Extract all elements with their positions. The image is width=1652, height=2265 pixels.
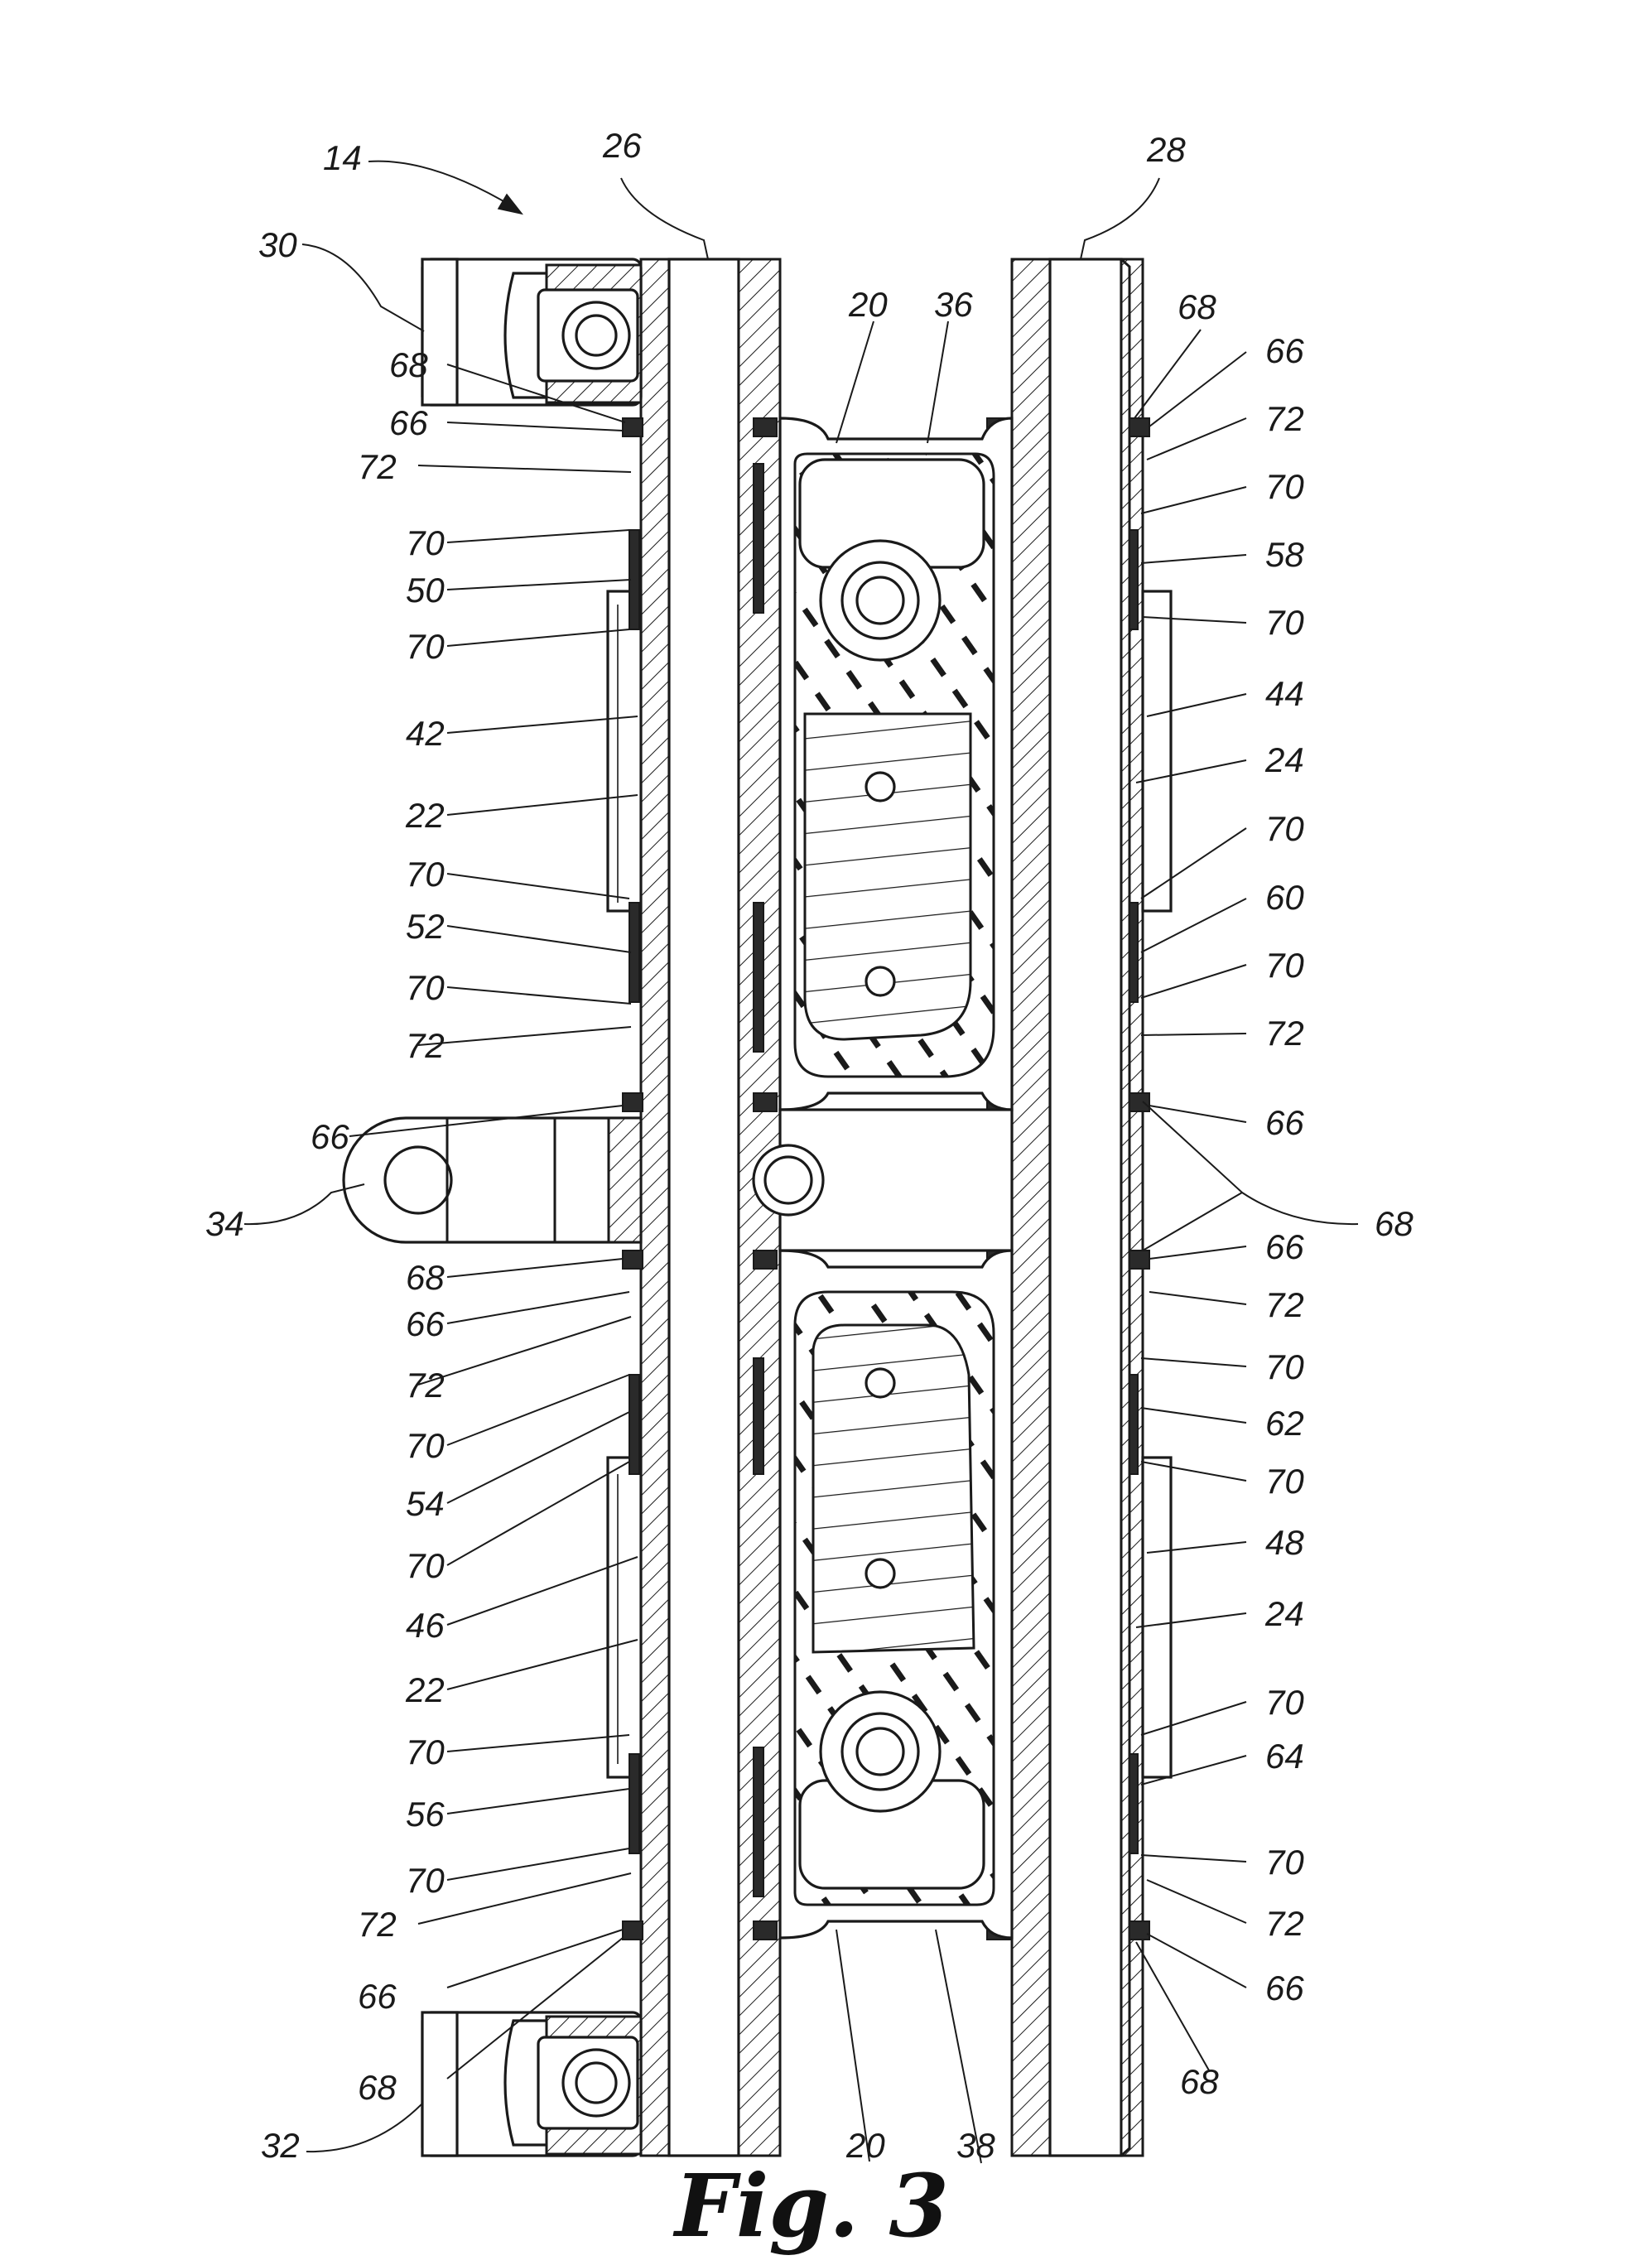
left-sleeve-upper-42 (606, 529, 643, 1003)
ref-label: 68 (1375, 1204, 1414, 1243)
ref-label: 24 (1264, 1594, 1304, 1633)
ref-label: 36 (934, 285, 973, 324)
ref-label: 24 (1264, 740, 1304, 779)
ref-label: 66 (1265, 1227, 1304, 1266)
ref-label: 28 (1146, 130, 1186, 169)
ref-label: 70 (1265, 603, 1304, 642)
ref-label: 20 (845, 2126, 885, 2165)
ref-label: 70 (406, 968, 445, 1007)
ref-label: 66 (1265, 1969, 1304, 2007)
ref-label: 58 (1265, 535, 1304, 574)
lower-end-fitting-32 (421, 2011, 643, 2157)
ref-label: 32 (261, 2126, 300, 2165)
ref-label: 42 (406, 714, 445, 753)
ref-label: 68 (1178, 287, 1216, 326)
ref-label: 54 (406, 1484, 445, 1523)
right-sleeve-upper-44 (1129, 529, 1173, 1003)
middle-mount-34 (342, 1116, 643, 1244)
reference-labels: 14 26 28 30 20 36 68 66 72 70 58 70 44 2… (205, 126, 1414, 2165)
ref-label: 70 (406, 1861, 445, 1900)
ref-label: 46 (406, 1606, 445, 1645)
ref-label: 70 (406, 1426, 445, 1465)
ref-label: 22 (405, 796, 445, 835)
right-shaft-28 (1010, 258, 1144, 2157)
ref-label: 66 (389, 403, 428, 442)
leader-lines (243, 160, 1359, 2164)
ref-label: 38 (956, 2126, 995, 2165)
ref-label: 68 (389, 345, 428, 384)
figure-caption: Fig. 3 (672, 2155, 949, 2257)
assembly-body (342, 258, 1173, 2157)
ref-label: 60 (1265, 878, 1304, 917)
ref-label: 14 (323, 138, 362, 177)
right-sleeve-lower-48 (1129, 1374, 1173, 1854)
ref-label: 70 (406, 855, 445, 894)
ref-label: 56 (406, 1795, 445, 1834)
ref-label: 72 (406, 1026, 445, 1065)
ref-label: 50 (406, 571, 445, 610)
ref-label: 66 (1265, 331, 1304, 370)
ref-label: 72 (1265, 1014, 1304, 1053)
ref-label: 70 (406, 1732, 445, 1771)
ref-label: 66 (311, 1117, 349, 1156)
ref-label: 52 (406, 907, 445, 946)
ref-label: 70 (406, 1546, 445, 1585)
ref-label: 68 (1180, 2062, 1219, 2101)
upper-end-fitting-30 (421, 258, 643, 407)
ref-label: 34 (205, 1204, 244, 1243)
ref-label: 68 (358, 2068, 397, 2107)
ref-label: 70 (1265, 1843, 1304, 1882)
lower-link-housing-38 (778, 1249, 1014, 1940)
ref-label: 70 (1265, 467, 1304, 506)
ref-label: 44 (1265, 674, 1304, 713)
ref-label: 22 (405, 1670, 445, 1709)
ref-label: 70 (1265, 1462, 1304, 1501)
ref-label: 72 (1265, 1285, 1304, 1324)
ref-label: 68 (406, 1258, 445, 1297)
upper-link-housing-36 (778, 417, 1014, 1111)
ref-label: 66 (358, 1977, 397, 2016)
ref-label: 70 (406, 523, 445, 562)
ref-label: 70 (1265, 1683, 1304, 1722)
ref-label: 72 (1265, 399, 1304, 438)
ref-label: 72 (358, 447, 397, 486)
ref-label: 48 (1265, 1523, 1304, 1562)
ref-label: 72 (1265, 1904, 1304, 1943)
ref-label: 66 (406, 1304, 445, 1343)
left-sleeve-lower-46 (606, 1374, 643, 1854)
ref-label: 20 (848, 285, 888, 324)
ref-label: 64 (1265, 1737, 1304, 1776)
ref-label: 66 (1265, 1103, 1304, 1142)
ref-label: 72 (406, 1366, 445, 1405)
ref-label: 70 (406, 627, 445, 666)
ref-label: 30 (258, 225, 297, 264)
ref-label: 26 (602, 126, 642, 165)
middle-connector (752, 1108, 1014, 1252)
ref-label: 70 (1265, 946, 1304, 985)
ref-label: 62 (1265, 1404, 1304, 1443)
ref-label: 72 (358, 1905, 397, 1944)
ref-label: 70 (1265, 1347, 1304, 1386)
ref-label: 70 (1265, 809, 1304, 848)
